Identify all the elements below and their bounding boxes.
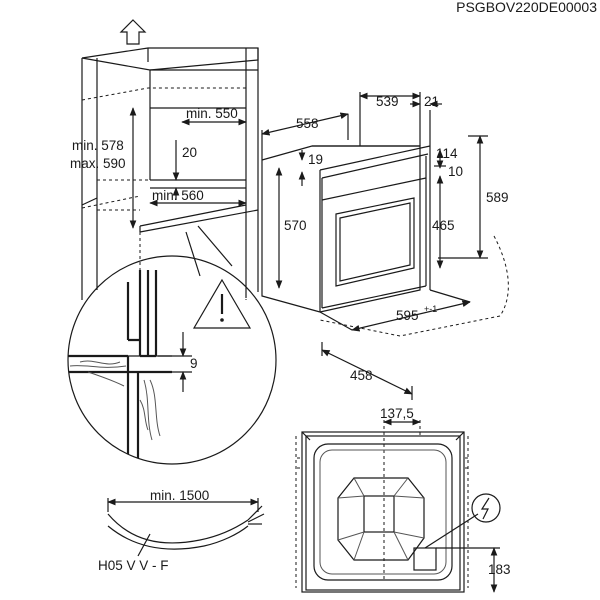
- oven-total-589: 589: [486, 190, 509, 205]
- oven-depth-539: 539: [376, 94, 399, 109]
- niche-gap-20: 20: [182, 145, 197, 160]
- oven-depth-558: 558: [296, 116, 319, 131]
- detail-circle: 9: [67, 255, 277, 465]
- back-height-183: 183: [488, 562, 511, 577]
- oven-height-570: 570: [284, 218, 307, 233]
- oven-top-114: 114: [436, 146, 458, 161]
- oven-top-10: 10: [448, 164, 463, 179]
- niche-max-height: max. 590: [70, 156, 126, 171]
- cable-min-length: min. 1500: [150, 488, 209, 503]
- oven-width-595: 595: [396, 308, 419, 323]
- oven-width-tolerance: +-1: [424, 304, 437, 314]
- cable-type-label: H05 V V - F: [98, 558, 169, 573]
- oven-inner-465: 465: [432, 218, 455, 233]
- up-arrow-icon: [119, 19, 147, 45]
- oven-back-view: 137,5 183: [295, 406, 511, 593]
- electric-plug-icon: [471, 493, 501, 523]
- back-offset-137-5: 137,5: [380, 406, 414, 421]
- oven-depth-458: 458: [350, 368, 373, 383]
- cabinet-niche: min. 578 max. 590 min. 550 20 min. 560: [70, 19, 259, 300]
- oven-top-19: 19: [308, 152, 323, 167]
- warning-triangle-icon: [192, 278, 252, 329]
- oven-front-21: 21: [424, 94, 439, 109]
- cable-spec: min. 1500 H05 V V - F: [98, 488, 265, 573]
- drawing-code: PSGBOV220DE00003: [456, 0, 597, 15]
- oven-view: 558 539 21 19 570 114 10 465 589: [261, 92, 509, 400]
- niche-min-height: min. 578: [72, 138, 124, 153]
- detail-gap-9: 9: [190, 356, 198, 371]
- niche-min-width-upper: min. 550: [186, 106, 238, 121]
- niche-min-width-lower: min. 560: [152, 188, 204, 203]
